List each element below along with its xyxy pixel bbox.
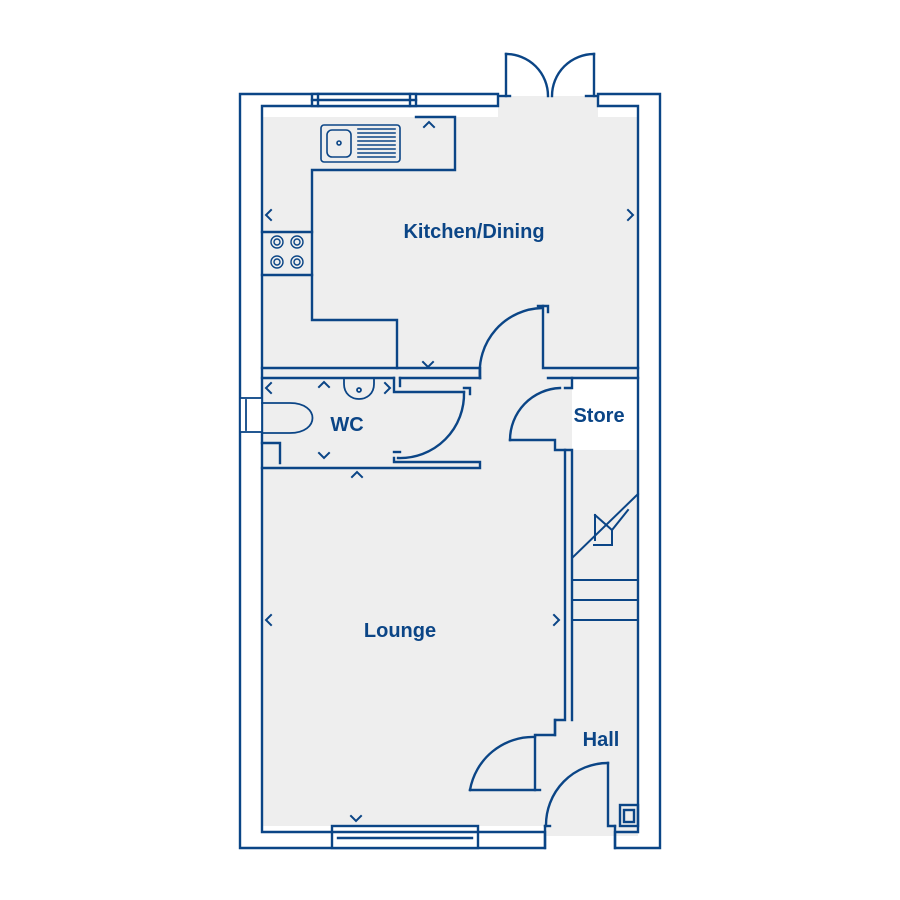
basin-icon <box>343 377 375 400</box>
french-doors <box>498 52 600 98</box>
room-label-store: Store <box>573 405 625 427</box>
window <box>330 824 480 850</box>
kitchen-worktop <box>260 115 457 370</box>
dimension-markers <box>264 120 635 823</box>
room-label-wc: WC <box>330 414 364 436</box>
internal-walls <box>260 304 640 828</box>
sink-icon <box>320 124 401 163</box>
room-label-kitchen: Kitchen/Dining <box>403 221 545 243</box>
toilet-icon <box>239 397 314 434</box>
hob-icon <box>270 235 304 269</box>
window <box>310 92 418 108</box>
room-label-lounge: Lounge <box>363 620 437 642</box>
staircase <box>571 492 640 621</box>
room-label-hall: Hall <box>582 729 620 751</box>
floor-fill <box>262 96 638 836</box>
